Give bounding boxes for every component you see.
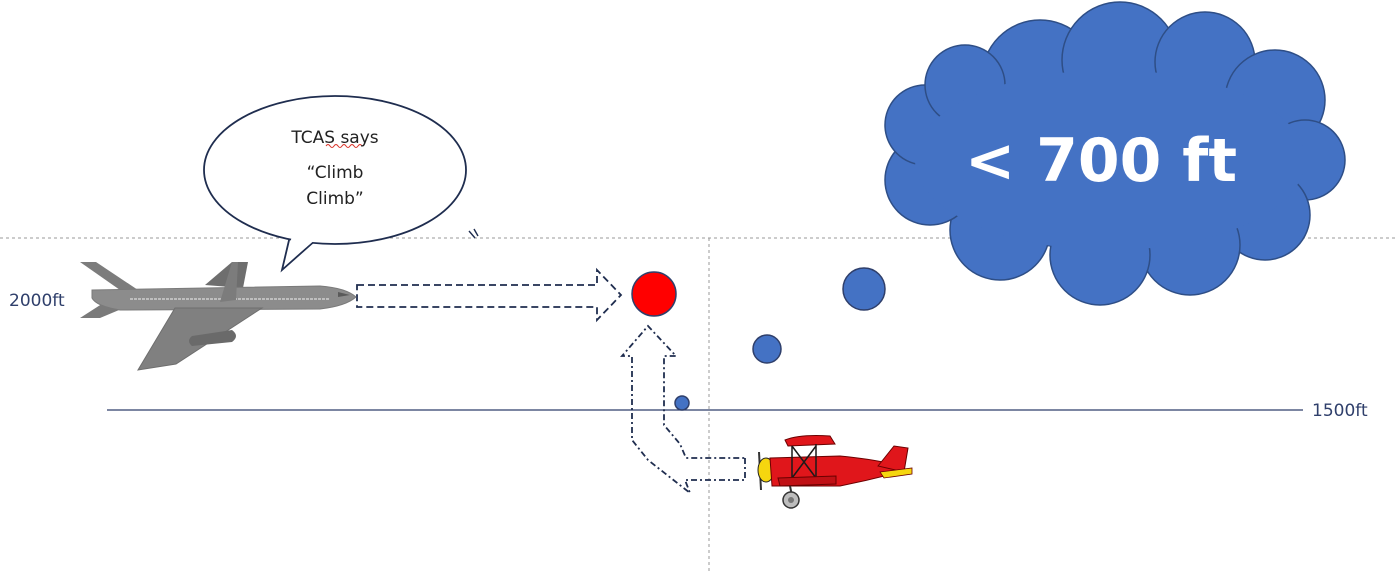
altitude-label-2000: 2000ft bbox=[9, 291, 65, 311]
airliner-icon bbox=[80, 262, 357, 371]
bubble-line-climb-2: Climb” bbox=[306, 189, 364, 209]
collision-point-dot bbox=[631, 271, 677, 317]
altitude-dot-large bbox=[842, 267, 886, 311]
cloud-separation-label: < 700 ft bbox=[965, 126, 1238, 196]
bubble-tick-mark bbox=[468, 228, 479, 239]
altitude-label-1500: 1500ft bbox=[1312, 401, 1368, 421]
bubble-line-climb-1: “Climb bbox=[306, 163, 364, 183]
speech-bubble-icon bbox=[203, 95, 467, 273]
altitude-dot-medium bbox=[752, 334, 782, 364]
spelling-squiggle bbox=[325, 144, 363, 148]
biplane-icon bbox=[757, 435, 913, 509]
biplane-path-arrow bbox=[620, 324, 746, 496]
airliner-path-arrow bbox=[356, 267, 623, 323]
bubble-line-tcas: TCAS says bbox=[291, 128, 379, 148]
cloud-center-fill bbox=[915, 70, 1305, 250]
altitude-dot-small bbox=[674, 395, 690, 411]
